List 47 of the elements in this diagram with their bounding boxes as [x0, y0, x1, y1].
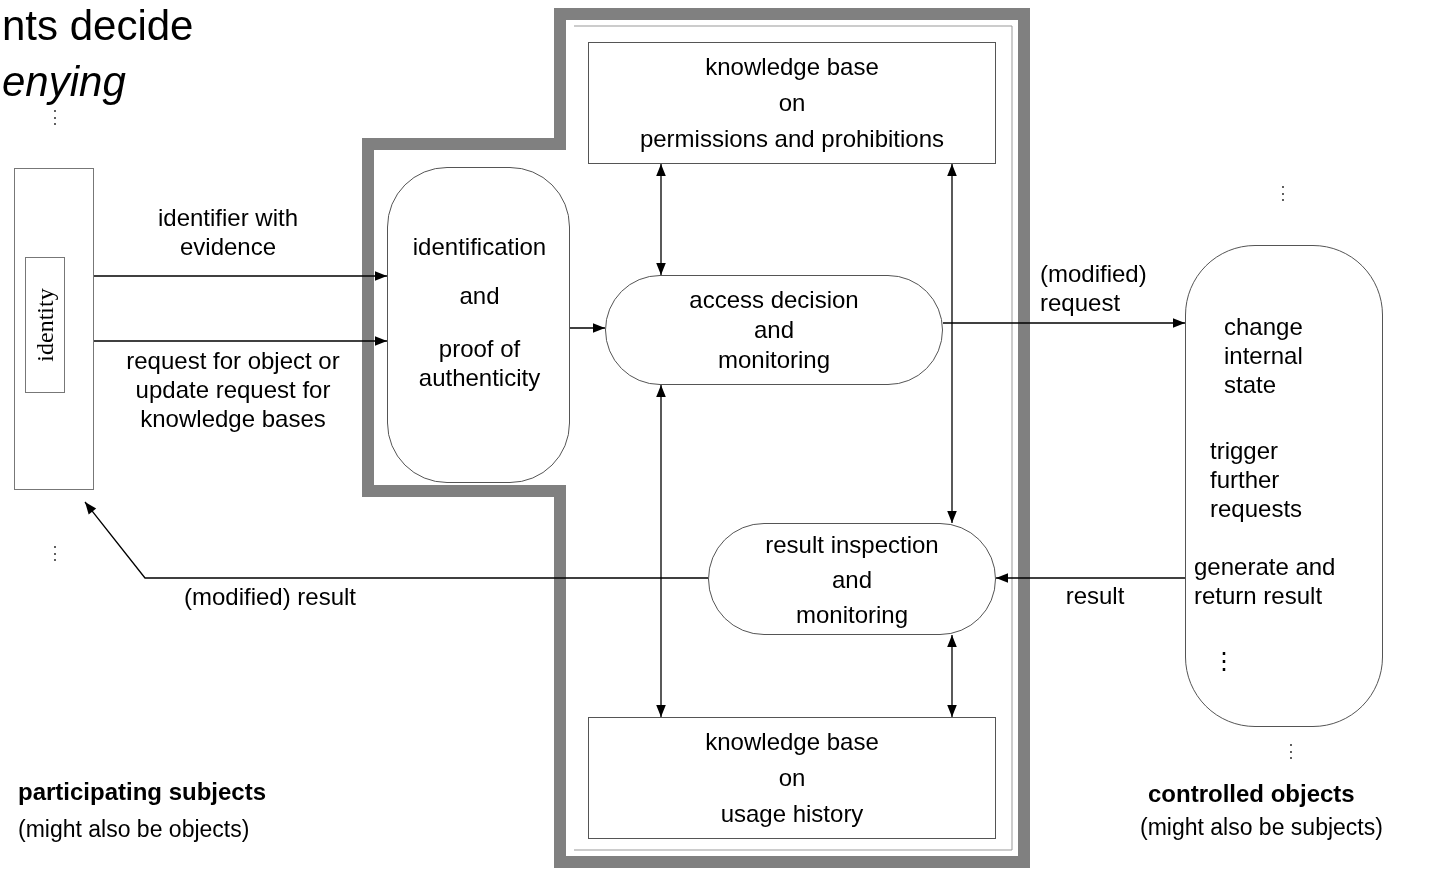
node-text: usage history [720, 799, 864, 829]
node-text: monitoring [717, 345, 831, 375]
node-text: and [458, 281, 501, 310]
group-title: controlled objects [1148, 779, 1355, 809]
arrow [84, 501, 709, 579]
heading-fragment: enying [2, 57, 126, 107]
node-text: generate and return result [1194, 552, 1337, 610]
node-text: identity [31, 288, 59, 362]
node-text: identification [411, 232, 548, 261]
node-text: on [778, 88, 806, 118]
node-text: proof of authenticity [417, 334, 542, 392]
node-text: result inspection [765, 529, 939, 560]
arrow [656, 384, 666, 718]
arrow [93, 336, 388, 346]
group-note: (might also be subjects) [1140, 813, 1383, 842]
node-text: change internal state [1224, 312, 1304, 399]
knowledge-base-box [588, 42, 996, 164]
node-text: and [753, 315, 794, 345]
node-text: knowledge base [705, 52, 879, 82]
arrow [947, 163, 957, 524]
node-text: permissions and prohibitions [639, 124, 945, 154]
identity-box [25, 257, 65, 393]
ellipsis-mark: ⋮ [46, 542, 64, 565]
ellipsis-mark: ⋮ [1282, 740, 1300, 763]
subject-box [14, 168, 94, 490]
process-pill [387, 167, 570, 483]
node-text: ⋮ [1212, 646, 1232, 675]
arrow [656, 163, 666, 276]
arrow [569, 323, 606, 333]
node-text: monitoring [795, 599, 909, 630]
ellipsis-mark: ⋮ [46, 106, 64, 129]
group-note: (might also be objects) [18, 815, 250, 844]
knowledge-base-box [588, 717, 996, 839]
node-text: access decision [689, 285, 859, 315]
ellipsis-mark: ⋮ [1274, 182, 1292, 205]
arrow [942, 318, 1186, 328]
object-pill [1185, 245, 1383, 727]
node-text: knowledge base [705, 727, 879, 757]
arrow [93, 271, 388, 281]
arrow [995, 573, 1186, 583]
group-title: participating subjects [18, 777, 267, 807]
heading-fragment: nts decide [2, 1, 194, 51]
node-text: and [831, 564, 872, 595]
arrow [947, 634, 957, 718]
node-text: trigger further requests [1210, 436, 1304, 523]
node-text: on [778, 763, 806, 793]
monitor-frame [362, 8, 1030, 868]
